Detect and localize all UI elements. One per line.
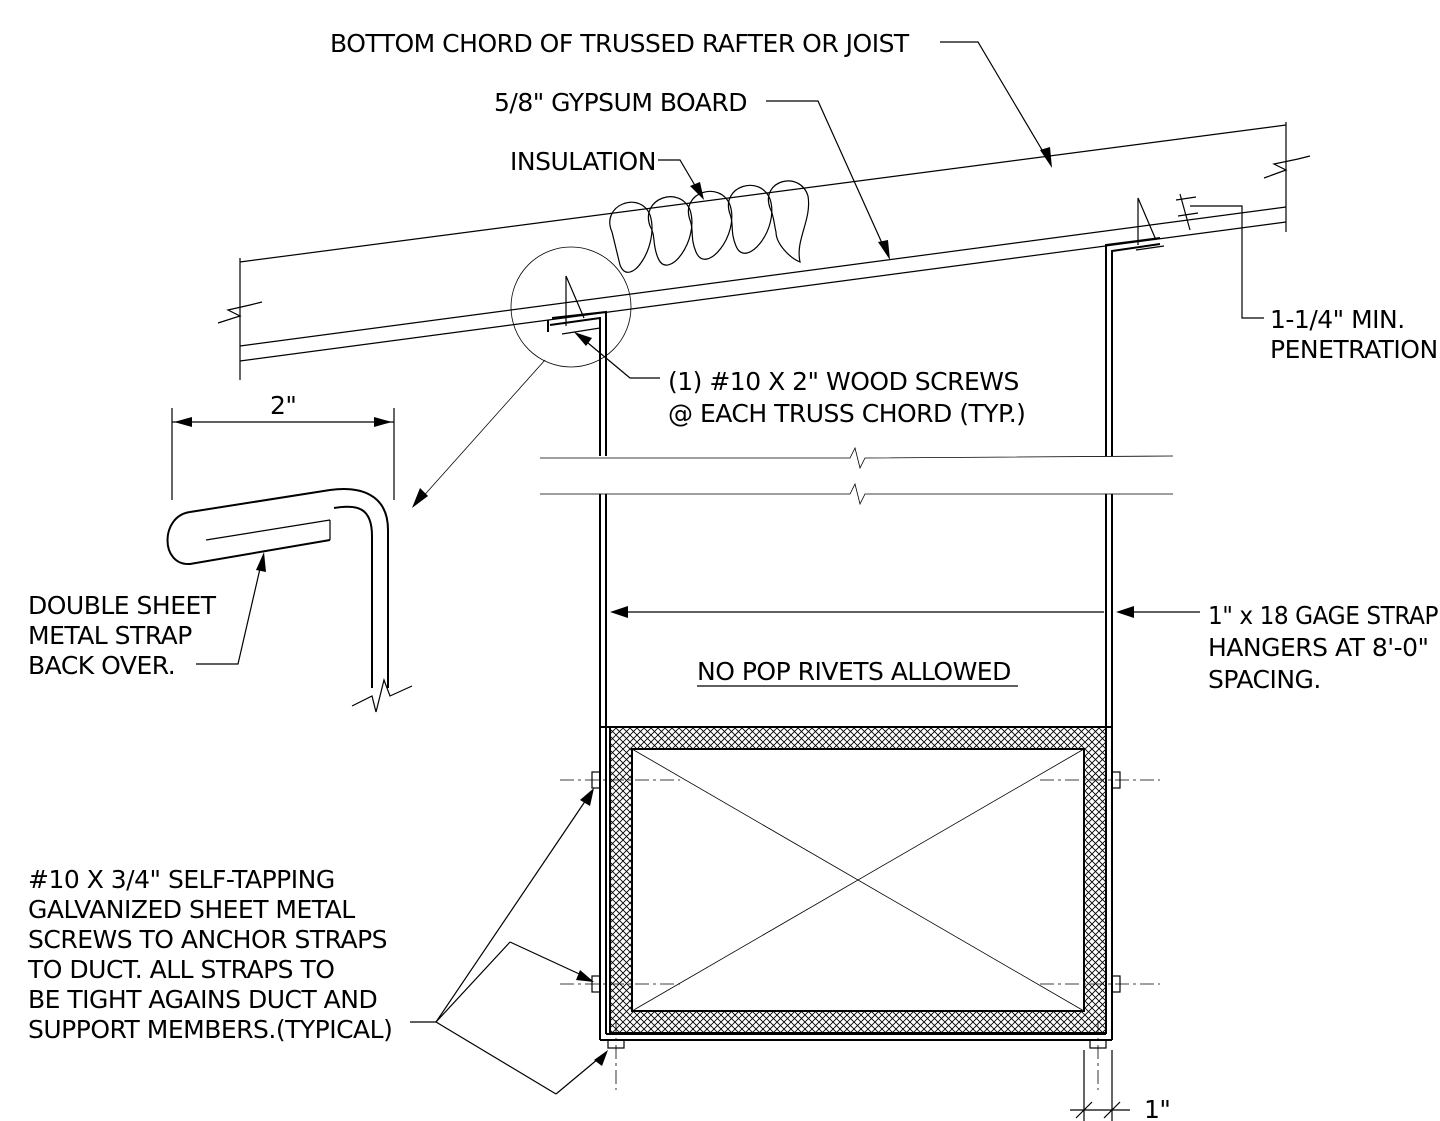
leader-double-strap <box>196 552 266 665</box>
detail-callout-circle <box>510 246 632 368</box>
leader-bottom-chord <box>940 41 1052 168</box>
label-dim-2in: 2" <box>270 391 296 420</box>
label-self-tapping-line4: TO DUCT. ALL STRAPS TO <box>27 955 334 984</box>
label-self-tapping-line1: #10 X 3/4" SELF-TAPPING <box>28 865 335 894</box>
label-bottom-chord: BOTTOM CHORD OF TRUSSED RAFTER OR JOIST <box>330 29 910 58</box>
detail-callout-leader <box>419 359 546 501</box>
leader-self-tapping <box>410 788 608 1095</box>
strap-hanger-leader <box>610 606 1200 618</box>
label-double-strap-line3: BACK OVER. <box>28 651 175 680</box>
label-insulation: INSULATION <box>510 147 656 176</box>
label-self-tapping-line6: SUPPORT MEMBERS.(TYPICAL) <box>28 1015 392 1044</box>
label-strap-hangers-line3: SPACING. <box>1208 665 1321 694</box>
label-self-tapping-line3: SCREWS TO ANCHOR STRAPS <box>28 925 387 954</box>
truss-top-edge <box>239 124 1287 263</box>
label-penetration-line1: 1-1/4" MIN. <box>1270 305 1405 334</box>
break-symbol-left <box>217 301 263 324</box>
label-self-tapping-line2: GALVANIZED SHEET METAL <box>28 895 355 924</box>
label-wood-screws-line1: (1) #10 X 2" WOOD SCREWS <box>668 367 1019 396</box>
dim-2in <box>171 408 395 500</box>
gypsum-top-edge <box>239 206 1287 347</box>
dim-1in <box>1070 1050 1130 1121</box>
leader-insulation <box>658 159 704 200</box>
break-symbol-right <box>1263 155 1311 179</box>
leader-penetration <box>1190 205 1264 319</box>
detail-callout-arrowhead <box>412 488 428 508</box>
left-strap-hanger <box>547 275 607 456</box>
label-penetration-line2: PENETRATION <box>1270 335 1438 364</box>
break-lines <box>540 446 1174 506</box>
label-strap-hangers-line1: 1" x 18 GAGE STRAP <box>1208 601 1438 630</box>
duct-section <box>600 726 1112 1034</box>
label-no-pop-rivets: NO POP RIVETS ALLOWED <box>697 657 1011 686</box>
bent-strap-detail <box>166 488 413 713</box>
insulation-batt <box>609 180 810 273</box>
wood-screw-left <box>565 275 585 326</box>
duct-screws <box>560 771 1160 1090</box>
label-self-tapping-line5: BE TIGHT AGAINS DUCT AND <box>28 985 377 1014</box>
label-strap-hangers-line2: HANGERS AT 8'-0" <box>1208 633 1429 662</box>
label-dim-1in: 1" <box>1144 1095 1170 1121</box>
truss-assembly <box>217 122 1311 380</box>
label-double-strap-line2: METAL STRAP <box>28 621 192 650</box>
right-strap-hanger <box>1105 193 1199 456</box>
label-gypsum: 5/8" GYPSUM BOARD <box>494 88 747 117</box>
wood-screw-right <box>1137 197 1157 245</box>
label-wood-screws-line2: @ EACH TRUSS CHORD (TYP.) <box>668 399 1025 428</box>
leader-gypsum <box>766 100 890 260</box>
leader-wood-screws <box>574 332 660 379</box>
label-double-strap-line1: DOUBLE SHEET <box>28 591 217 620</box>
